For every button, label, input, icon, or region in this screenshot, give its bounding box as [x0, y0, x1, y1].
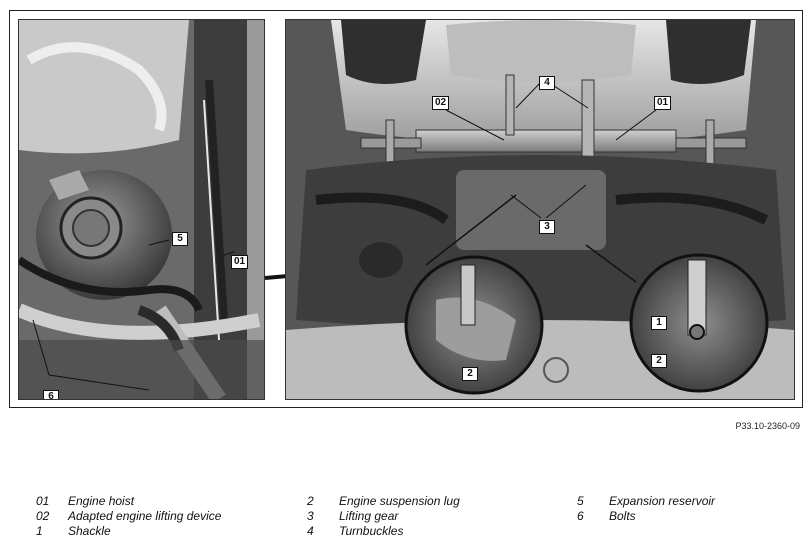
- legend-number: 3: [307, 509, 314, 523]
- legend-number: 5: [577, 494, 584, 508]
- right-photo-engine-compartment: 02 4 01 3 1 2 2: [285, 19, 795, 400]
- left-photo-expansion-reservoir: 5 01 6: [18, 19, 265, 400]
- legend-number: 01: [36, 494, 50, 508]
- legend-item: 01 Engine hoist: [36, 494, 221, 509]
- callout-3-right: 3: [539, 220, 555, 234]
- left-photo-illustration: [19, 20, 264, 399]
- legend-item: 02 Adapted engine lifting device: [36, 509, 221, 524]
- legend-number: 1: [36, 524, 43, 538]
- legend-text: Shackle: [68, 524, 111, 538]
- legend-item: 5 Expansion reservoir: [577, 494, 715, 509]
- legend-text: Expansion reservoir: [609, 494, 716, 508]
- legend-number: 4: [307, 524, 314, 538]
- callout-5-left: 5: [172, 232, 188, 246]
- legend-number: 6: [577, 509, 584, 523]
- figure-code: P33.10-2360-09: [735, 421, 800, 431]
- legend-column-1: 01 Engine hoist 02 Adapted engine lifting …: [36, 494, 221, 539]
- legend-number: 02: [36, 509, 50, 523]
- legend-column-3: 5 Expansion reservoir 6 Bolts: [577, 494, 715, 524]
- legend-item: 2 Engine suspension lug: [307, 494, 460, 509]
- legend-text: Engine hoist: [68, 494, 135, 508]
- legend-text: Bolts: [609, 509, 636, 523]
- legend-item: 3 Lifting gear: [307, 509, 460, 524]
- callout-01-right: 01: [654, 96, 672, 110]
- legend-item: 1 Shackle: [36, 524, 221, 539]
- legend-item: 6 Bolts: [577, 509, 715, 524]
- legend-text: Adapted engine lifting device: [68, 509, 222, 523]
- callout-01-left: 01: [231, 255, 249, 269]
- legend-text: Engine suspension lug: [339, 494, 460, 508]
- legend-text: Lifting gear: [339, 509, 399, 523]
- callout-02-right: 02: [432, 96, 450, 110]
- legend-text: Turnbuckles: [339, 524, 404, 538]
- figure-frame: 5 01 6: [9, 10, 803, 408]
- legend-item: 4 Turnbuckles: [307, 524, 460, 539]
- callout-2-right-detail: 2: [651, 354, 667, 368]
- callout-2-left-detail: 2: [462, 367, 478, 381]
- callout-6-left: 6: [43, 390, 59, 399]
- callout-4-right: 4: [539, 76, 555, 90]
- legend-column-2: 2 Engine suspension lug 3 Lifting gear 4 Tu…: [307, 494, 460, 539]
- callout-1-right: 1: [651, 316, 667, 330]
- legend-number: 2: [307, 494, 314, 508]
